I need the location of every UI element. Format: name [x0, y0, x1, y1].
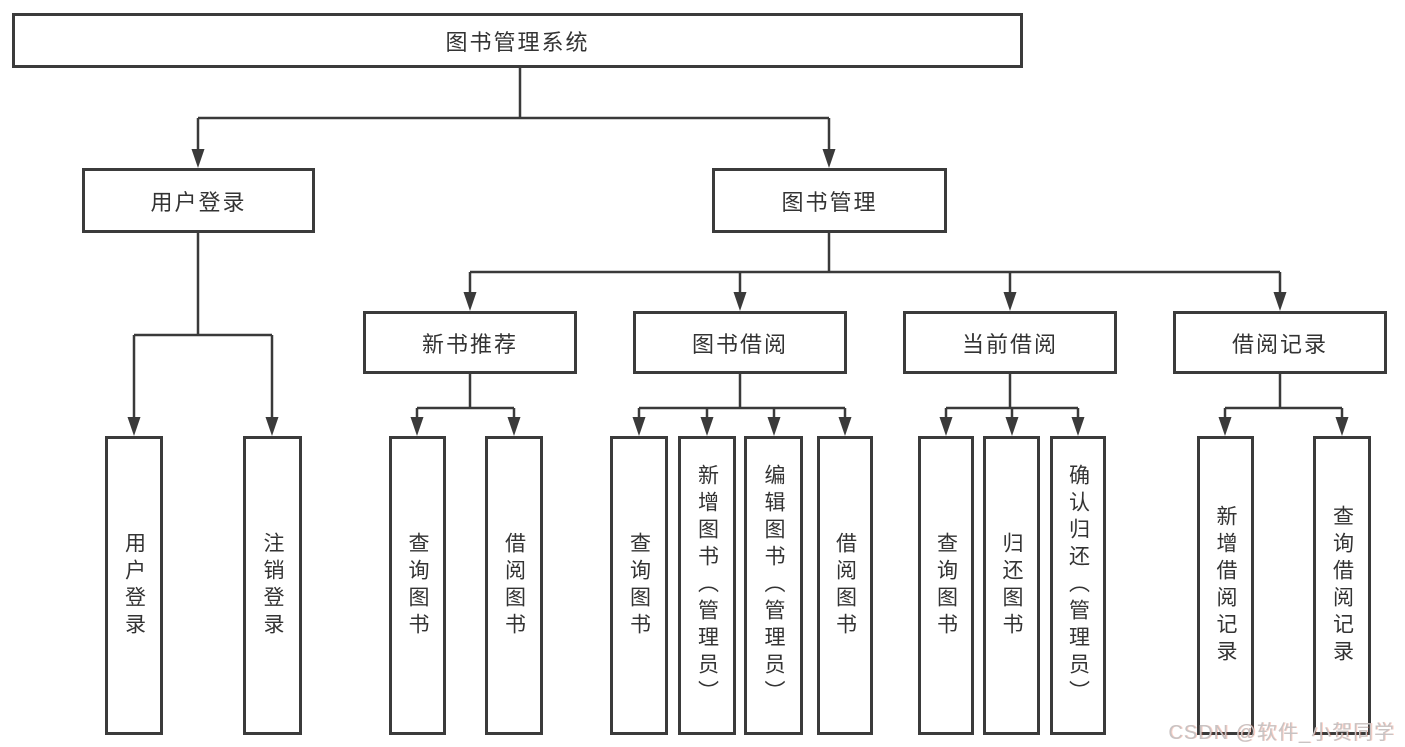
node-book-borrowing: 图书借阅 — [633, 311, 847, 374]
node-library-management-system: 图书管理系统 — [12, 13, 1023, 68]
leaf-user-login: 用户登录 — [105, 436, 163, 735]
node-label: 图书管理 — [781, 189, 878, 215]
leaf-label: 编辑图书（管理员） — [762, 464, 786, 707]
leaf-borrow-books-recommend: 借阅图书 — [485, 436, 543, 735]
csdn-watermark: CSDN @软件_小贺同学 — [1168, 722, 1395, 744]
node-user-login: 用户登录 — [82, 168, 315, 233]
leaf-query-books-borrowing: 查询图书 — [610, 436, 668, 735]
leaf-label: 用户登录 — [122, 531, 146, 640]
leaf-label: 新增图书（管理员） — [695, 464, 719, 707]
node-book-management: 图书管理 — [712, 168, 947, 233]
leaf-label: 查询图书 — [934, 531, 958, 640]
leaf-label: 查询借阅记录 — [1330, 504, 1354, 667]
leaf-add-borrow-record: 新增借阅记录 — [1197, 436, 1254, 735]
leaf-label: 注销登录 — [261, 531, 285, 640]
leaf-borrow-books: 借阅图书 — [817, 436, 873, 735]
leaf-label: 查询图书 — [406, 531, 430, 640]
leaf-label: 查询图书 — [627, 531, 651, 640]
leaf-edit-books-admin: 编辑图书（管理员） — [744, 436, 803, 735]
leaf-label: 借阅图书 — [833, 531, 857, 640]
leaf-label: 确认归还（管理员） — [1066, 464, 1090, 707]
leaf-label: 归还图书 — [1000, 531, 1024, 640]
leaf-return-books: 归还图书 — [983, 436, 1040, 735]
leaf-label: 新增借阅记录 — [1214, 504, 1238, 667]
leaf-logout: 注销登录 — [243, 436, 302, 735]
node-label: 用户登录 — [150, 189, 247, 215]
node-label: 新书推荐 — [421, 331, 518, 357]
leaf-query-borrow-record: 查询借阅记录 — [1313, 436, 1371, 735]
node-new-book-recommend: 新书推荐 — [363, 311, 577, 374]
node-label: 当前借阅 — [961, 331, 1058, 357]
node-label: 图书借阅 — [691, 331, 788, 357]
node-current-borrowing: 当前借阅 — [903, 311, 1117, 374]
node-label: 借阅记录 — [1231, 331, 1328, 357]
leaf-query-books-current: 查询图书 — [918, 436, 974, 735]
leaf-add-books-admin: 新增图书（管理员） — [678, 436, 736, 735]
leaf-confirm-return-admin: 确认归还（管理员） — [1050, 436, 1106, 735]
leaf-label: 借阅图书 — [502, 531, 526, 640]
leaf-query-books-recommend: 查询图书 — [389, 436, 446, 735]
node-label: 图书管理系统 — [445, 29, 590, 55]
node-borrowing-records: 借阅记录 — [1173, 311, 1387, 374]
